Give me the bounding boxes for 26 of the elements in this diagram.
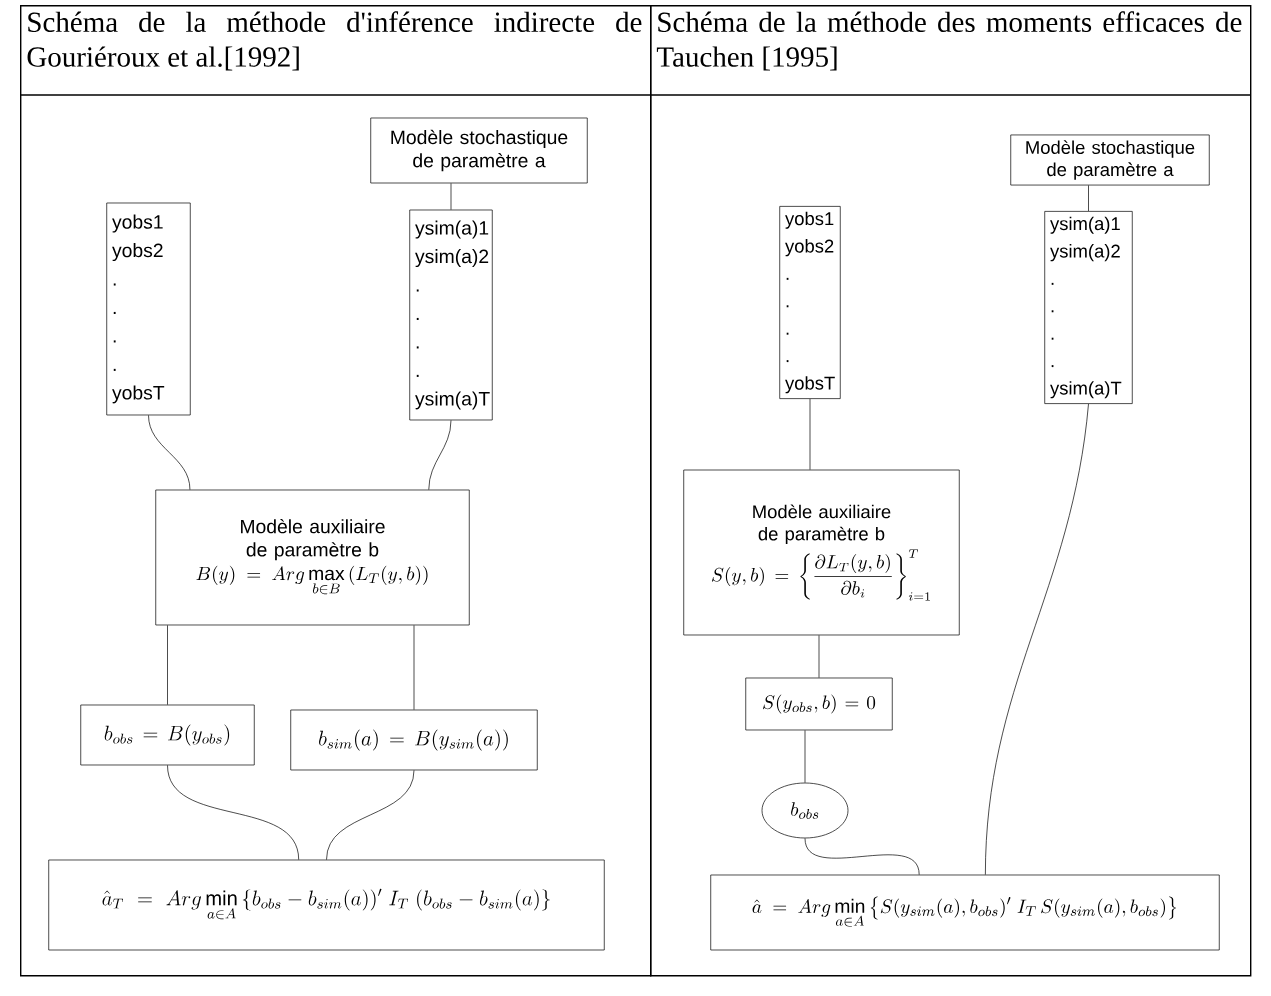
connector-line — [804, 730, 806, 783]
connector-line — [985, 403, 1089, 875]
connector-line — [450, 183, 452, 210]
model-box: Modèle stochastique de paramètre a — [370, 117, 588, 184]
connector-line — [326, 770, 415, 860]
connector-line — [818, 635, 820, 678]
formula-box: $S(y_{obs},b) = 0$ — [745, 677, 893, 731]
connector-line — [148, 415, 191, 490]
model-box: Modèle auxiliaire de paramètre b $B(y) = Arg\max_{b\in B}\,(L_T(y,b))$ — [155, 489, 470, 626]
series-box: yobs1 yobs2 . . . . yobsT — [779, 206, 841, 399]
formula-box: $\hat{a}_T = Arg\min_{a\in A}\left\{b_{obs}-b_{sim}(a))'\; I_T\;(b_{obs}-b_{sim}(a)\right\}$ — [48, 859, 605, 951]
connector-line — [428, 420, 452, 490]
formula-box: $\hat{a} = Arg\min_{a\in A}\left\{S(y_{sim}(a),b_{obs})'\; I_T\, S(y_{sim}(a),b_{obs})\right\}$ — [710, 874, 1220, 951]
formula-box: $b_{obs} = B(y_{obs})$ — [80, 704, 255, 766]
series-box: ysim(a)1 ysim(a)2 . . . . ysim(a)T — [1044, 211, 1133, 404]
connector-line — [167, 765, 300, 860]
connector-line — [809, 398, 811, 470]
series-box: yobs1 yobs2 . . . . yobsT — [106, 202, 191, 416]
series-box: ysim(a)1 ysim(a)2 . . . . ysim(a)T — [409, 209, 493, 421]
connector-line — [804, 838, 920, 875]
connector-line — [1088, 185, 1089, 212]
formula-box: $b_{sim}(a) = B(y_{sim}(a))$ — [290, 709, 538, 771]
connector-line — [167, 625, 168, 705]
model-box: Modèle auxiliaire de paramètre b $S(y,b) = \left\{\frac{\partial L_T(y,b)}{\partial b_i}\right\}_{i=1}^{T}$ — [683, 469, 960, 636]
model-box: Modèle stochastique de paramètre a — [1010, 134, 1210, 186]
connector-line — [413, 625, 415, 710]
